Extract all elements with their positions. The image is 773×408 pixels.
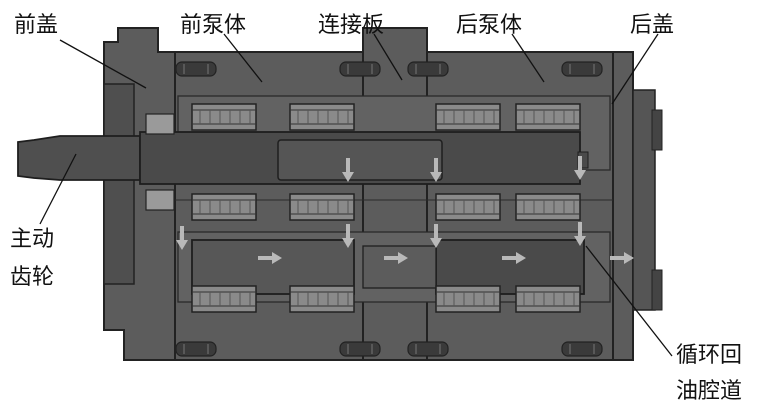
connecting-plate — [362, 27, 428, 361]
label-rear-pump-body: 后泵体 — [456, 13, 522, 38]
leader-lines — [39, 33, 673, 357]
label-front-pump-body: 前泵体 — [180, 13, 246, 38]
front-cover — [103, 27, 176, 361]
label-return-channel-line2: 油腔道 — [676, 379, 742, 404]
shaft-seal — [145, 113, 175, 211]
label-drive-gear-line2: 齿轮 — [10, 265, 54, 290]
label-drive-gear-line1: 主动 — [10, 227, 54, 252]
label-rear-cover: 后盖 — [630, 13, 674, 38]
drive-shaft — [17, 131, 589, 185]
label-return-channel-line1: 循环回 — [676, 343, 742, 368]
label-connecting-plate: 连接板 — [318, 13, 384, 38]
label-front-cover: 前盖 — [14, 13, 58, 38]
rear-cover — [612, 51, 663, 361]
